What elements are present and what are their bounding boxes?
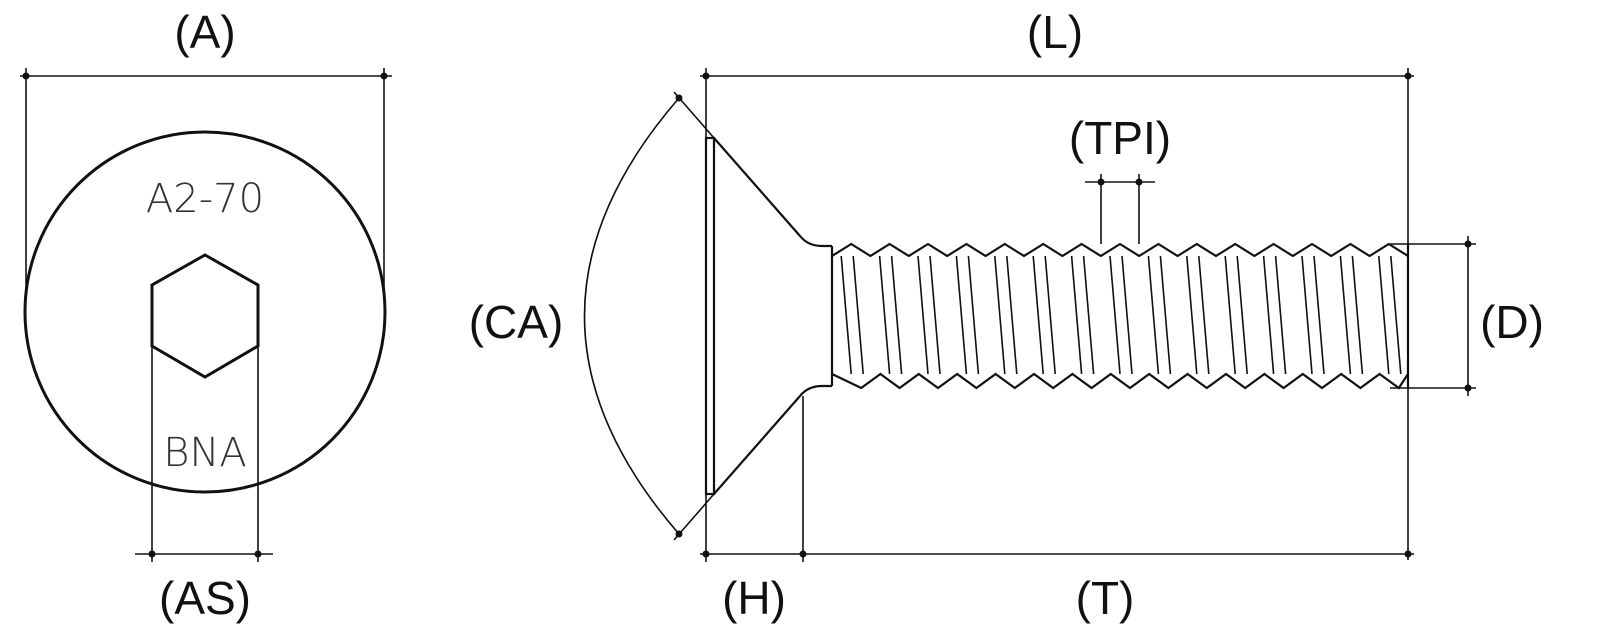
dimension-a: (A) xyxy=(20,6,392,300)
maker-marking: BNA xyxy=(163,430,246,476)
label-h: (H) xyxy=(722,572,786,624)
label-l: (L) xyxy=(1027,6,1083,58)
dimension-h-t: (H) (T) xyxy=(700,396,1414,624)
screw-side-view xyxy=(704,136,1410,496)
grade-marking: A2-70 xyxy=(146,176,264,222)
dimension-as: (AS) xyxy=(135,346,273,624)
hex-socket-icon xyxy=(150,253,260,379)
label-ca: (CA) xyxy=(469,296,564,348)
head-top-view: A2-70 BNA xyxy=(23,130,387,494)
label-a: (A) xyxy=(174,6,235,58)
label-t: (T) xyxy=(1076,572,1135,624)
dimension-tpi: (TPI) xyxy=(1069,112,1171,244)
dimension-ca: (CA) xyxy=(469,91,715,541)
label-d: (D) xyxy=(1480,296,1544,348)
dimension-l: (L) xyxy=(700,6,1414,560)
head-outline xyxy=(23,130,387,494)
thread-section xyxy=(831,242,1409,390)
countersink-cone xyxy=(713,137,832,248)
head-face xyxy=(704,136,716,496)
label-as: (AS) xyxy=(159,572,251,624)
label-tpi: (TPI) xyxy=(1069,112,1171,164)
dimension-d: (D) xyxy=(1390,236,1544,396)
